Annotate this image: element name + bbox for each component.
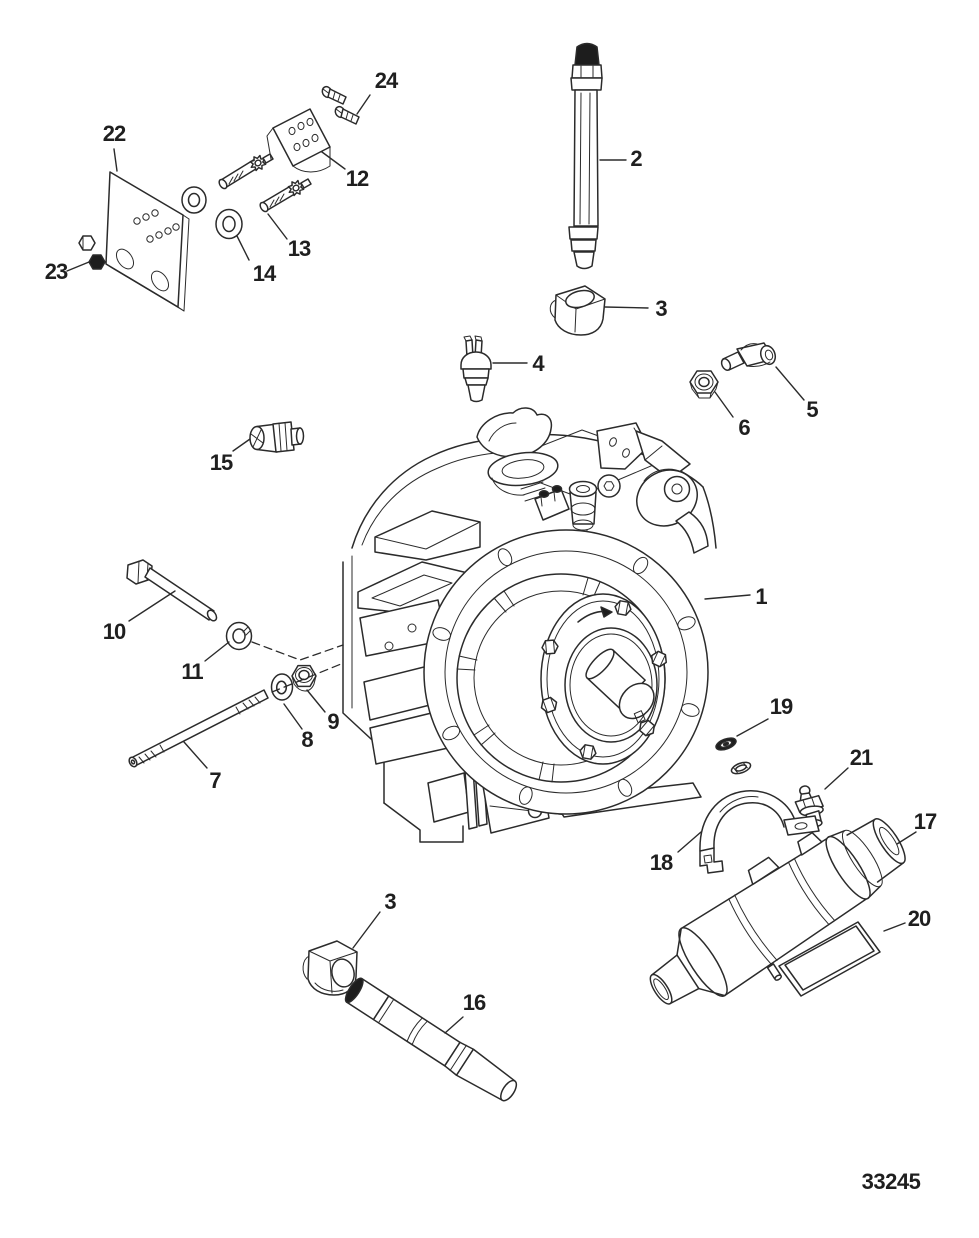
part-20-gasket-strip [778,921,881,997]
part-18-clamp [699,790,820,874]
part-9-nut [291,664,317,692]
callout-2: 2 [630,146,642,171]
part-10-bolt [126,559,218,622]
callout-3-lower: 3 [384,889,396,914]
part-8-washer [270,673,294,701]
part-3-elbow-fitting-upper [549,285,606,336]
callout-7: 7 [209,768,221,793]
callout-5: 5 [806,397,818,422]
part-4-temperature-sender [460,335,492,403]
rotation-arrow-icon [577,606,613,623]
callout-20: 20 [907,906,932,931]
callout-22: 22 [102,121,127,146]
callout-10: 10 [102,619,127,644]
assembly-axis-dashed-lines [251,641,344,693]
callout-18: 18 [649,850,674,875]
callout-4: 4 [532,351,544,376]
callout-12: 12 [345,166,370,191]
part-7-stud [128,689,269,768]
part-22-mounting-plate [105,171,190,312]
part-11-lock-washer [225,621,253,651]
part-19-seal-washers [715,737,752,775]
callout-16: 16 [462,990,487,1015]
part-2-oil-hose [568,42,603,270]
leader-lines [66,94,917,1034]
callout-15: 15 [209,450,234,475]
callout-14: 14 [252,261,277,286]
part-13-studs [218,151,312,213]
part-14-lock-washers [181,186,243,240]
callout-3-upper: 3 [655,296,667,321]
part-5-elbow-fitting [720,342,777,371]
callout-17: 17 [913,809,938,834]
part-1-transmission-assembly [342,407,717,843]
callout-9: 9 [327,709,339,734]
callout-24: 24 [374,68,399,93]
part-16-oil-tube [344,977,518,1102]
callout-21: 21 [849,745,874,770]
drawing-number: 33245 [861,1169,921,1194]
callout-8: 8 [301,727,313,752]
part-15-plug-fitting [249,421,305,453]
callout-6: 6 [738,415,750,440]
callout-13: 13 [287,236,312,261]
callout-19: 19 [769,694,794,719]
part-24-screws [321,85,360,125]
callout-1: 1 [755,584,767,609]
part-3-elbow-fitting-lower [302,940,358,996]
part-23-nuts [78,235,106,270]
part-6-nut [689,370,719,399]
callout-11: 11 [181,659,203,684]
part-17-oil-cooler [649,818,906,1005]
callout-23: 23 [44,259,69,284]
part-12-bracket [266,108,331,173]
